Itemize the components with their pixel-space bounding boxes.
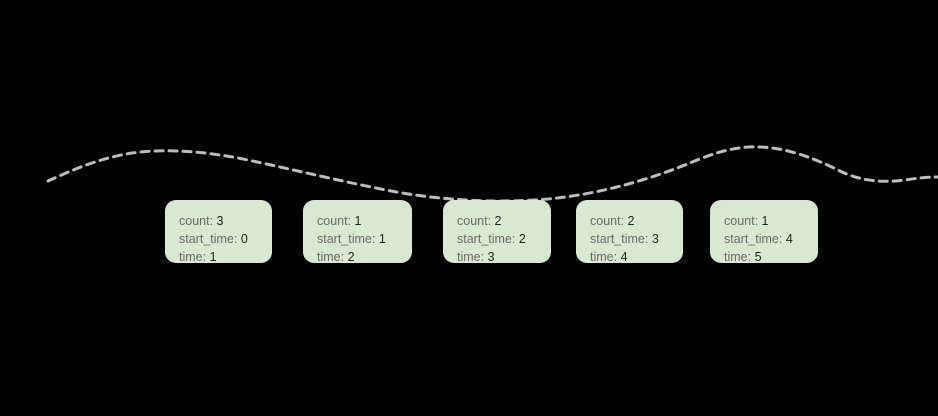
node-field-time: time: 1 [179, 248, 258, 266]
node-field-start_time: start_time: 4 [724, 230, 804, 248]
node-field-value: 5 [754, 250, 762, 264]
node-field-label: count: [317, 214, 355, 228]
node-field-label: time: [590, 250, 621, 264]
node-field-start_time: start_time: 3 [590, 230, 669, 248]
node-field-count: count: 1 [724, 212, 804, 230]
node-field-time: time: 4 [590, 248, 669, 266]
node-field-count: count: 3 [179, 212, 258, 230]
node-field-label: time: [317, 250, 348, 264]
node-field-label: count: [179, 214, 217, 228]
dashed-trend-curve [46, 145, 938, 203]
node-field-count: count: 1 [317, 212, 398, 230]
node-field-value: 3 [216, 214, 224, 228]
node-field-time: time: 5 [724, 248, 804, 266]
node-field-start_time: start_time: 0 [179, 230, 258, 248]
node-field-label: time: [724, 250, 755, 264]
node-field-value: 1 [378, 232, 386, 246]
node-field-label: count: [724, 214, 762, 228]
node-field-value: 4 [785, 232, 793, 246]
node-field-label: start_time: [457, 232, 519, 246]
node-field-time: time: 3 [457, 248, 537, 266]
node-field-value: 2 [627, 214, 635, 228]
node-field-value: 1 [209, 250, 217, 264]
node-field-label: count: [590, 214, 628, 228]
node-field-value: 3 [651, 232, 659, 246]
node-field-start_time: start_time: 1 [317, 230, 398, 248]
node-field-label: time: [179, 250, 210, 264]
node-field-time: time: 2 [317, 248, 398, 266]
node-field-value: 0 [240, 232, 248, 246]
node-field-label: start_time: [590, 232, 652, 246]
node-field-count: count: 2 [457, 212, 537, 230]
node-field-label: start_time: [724, 232, 786, 246]
node-field-start_time: start_time: 2 [457, 230, 537, 248]
node-field-value: 2 [518, 232, 526, 246]
node-field-label: start_time: [317, 232, 379, 246]
node-field-label: count: [457, 214, 495, 228]
node-field-value: 1 [354, 214, 362, 228]
node-field-value: 4 [620, 250, 628, 264]
node-field-count: count: 2 [590, 212, 669, 230]
node-field-value: 3 [487, 250, 495, 264]
node-field-value: 1 [761, 214, 769, 228]
node-field-label: start_time: [179, 232, 241, 246]
node-field-value: 2 [494, 214, 502, 228]
node-field-value: 2 [347, 250, 355, 264]
node-field-label: time: [457, 250, 488, 264]
